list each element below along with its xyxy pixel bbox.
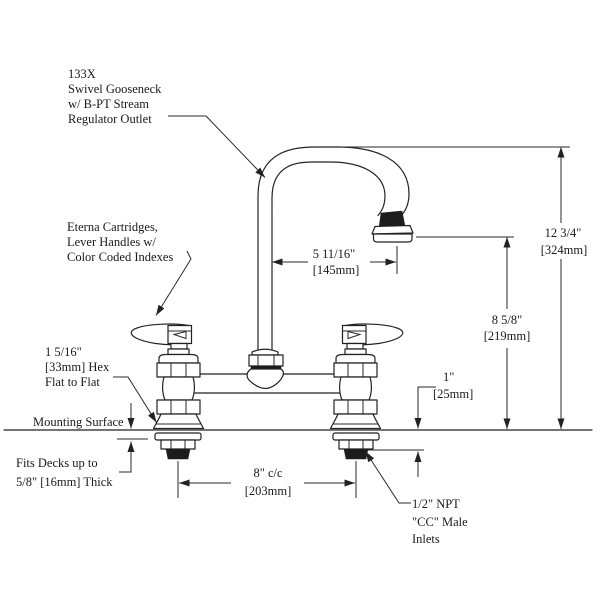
- dim-overall-height-imperial: 12 3/4": [545, 226, 582, 240]
- label-spout-line2: Swivel Gooseneck: [68, 82, 162, 96]
- dim-shank-metric: [25mm]: [433, 387, 473, 401]
- label-cartridge-line3: Color Coded Indexes: [67, 250, 173, 264]
- label-deck-line1: Fits Decks up to: [16, 456, 98, 470]
- gooseneck-spout: [257, 146, 410, 351]
- dim-outlet-height-metric: [219mm]: [484, 329, 531, 343]
- aerator-band: [378, 210, 406, 228]
- dim-centers-metric: [203mm]: [245, 484, 292, 498]
- dim-spout-reach: 5 11/16" [145mm]: [272, 246, 398, 277]
- label-cartridge-callout: Eterna Cartridges, Lever Handles w/ Colo…: [67, 220, 173, 264]
- faucet-assembly: [3, 146, 593, 460]
- dim-shank-exposure: 1" [25mm]: [366, 370, 473, 477]
- label-cartridge-line1: Eterna Cartridges,: [67, 220, 158, 234]
- label-inlet-callout: 1/2" NPT "CC" Male Inlets: [412, 497, 468, 546]
- dim-centers-imperial: 8" c/c: [253, 466, 282, 480]
- dim-outlet-height-imperial: 8 5/8": [492, 313, 522, 327]
- label-hex-line2: [33mm] Hex: [45, 360, 110, 374]
- label-deck-line2: 5/8" [16mm] Thick: [16, 475, 113, 489]
- dim-shank-imperial: 1": [443, 370, 454, 384]
- label-spout-line4: Regulator Outlet: [68, 112, 152, 126]
- label-inlet-line3: Inlets: [412, 532, 440, 546]
- label-hex-callout: 1 5/16" [33mm] Hex Flat to Flat: [45, 345, 110, 389]
- dim-faucet-centers: 8" c/c [203mm]: [177, 461, 357, 498]
- leader-spout-callout: [168, 115, 266, 178]
- label-deck-callout: Fits Decks up to 5/8" [16mm] Thick: [16, 456, 113, 489]
- dim-outlet-height: 8 5/8" [219mm]: [416, 236, 531, 429]
- label-spout-line3: w/ B-PT Stream: [68, 97, 149, 111]
- label-cartridge-line2: Lever Handles w/: [67, 235, 156, 249]
- label-hex-line3: Flat to Flat: [45, 375, 100, 389]
- label-inlet-line2: "CC" Male: [412, 515, 468, 529]
- leader-cartridge-callout: [155, 250, 192, 316]
- label-inlet-line1: 1/2" NPT: [412, 497, 460, 511]
- stream-regulator-outlet: [371, 210, 414, 243]
- label-spout-callout: 133X Swivel Gooseneck w/ B-PT Stream Reg…: [68, 67, 162, 126]
- label-hex-line1: 1 5/16": [45, 345, 82, 359]
- dim-overall-height-metric: [324mm]: [541, 243, 588, 257]
- dim-spout-reach-imperial: 5 11/16": [313, 247, 356, 261]
- label-mounting-surface: Mounting Surface: [33, 415, 124, 429]
- leader-hex-callout: [113, 376, 157, 423]
- leader-inlet-callout: [365, 451, 411, 504]
- dim-spout-reach-metric: [145mm]: [313, 263, 360, 277]
- right-valve-assembly: [329, 323, 404, 460]
- swivel-base: [246, 348, 285, 390]
- dim-overall-height: 12 3/4" [324mm]: [338, 146, 588, 429]
- dim-deck-thickness: [117, 403, 148, 473]
- label-spout-line1: 133X: [68, 67, 96, 81]
